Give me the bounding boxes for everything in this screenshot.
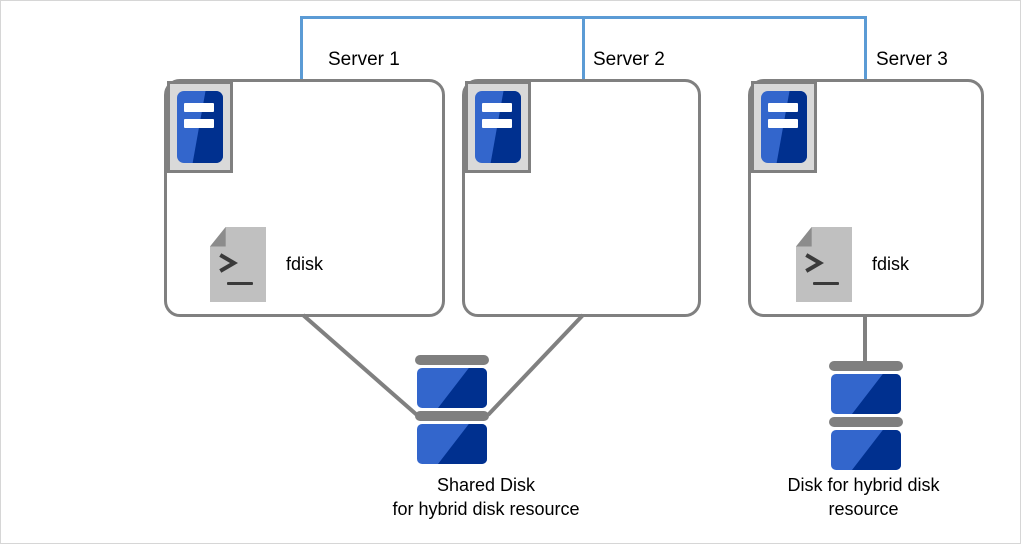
disk-icon-platter-1 bbox=[417, 368, 487, 408]
server-icon-bar-1 bbox=[768, 103, 798, 112]
server-icon-bar-1 bbox=[184, 103, 214, 112]
network-drop-server-2 bbox=[582, 16, 585, 79]
disk-icon-platter-2 bbox=[831, 430, 901, 470]
server-icon bbox=[751, 81, 817, 173]
script-icon-cursor bbox=[813, 282, 839, 285]
server-2-box[interactable] bbox=[462, 79, 701, 317]
script-icon-chevron bbox=[219, 253, 238, 273]
disk-icon-platter-1 bbox=[831, 374, 901, 414]
local-disk-caption: Disk for hybrid disk resource bbox=[787, 475, 940, 520]
disk-icon[interactable] bbox=[829, 361, 903, 470]
script-icon bbox=[796, 227, 852, 302]
disk-icon-bar-mid bbox=[829, 417, 903, 427]
server-3-label: Server 3 bbox=[876, 49, 948, 70]
server-1-fdisk-group: fdisk bbox=[210, 227, 323, 302]
server-3-fdisk-label: fdisk bbox=[872, 254, 910, 274]
server-icon-body bbox=[761, 91, 807, 163]
server-icon-bar-1 bbox=[482, 103, 512, 112]
disk-icon-platter-1-shade bbox=[852, 374, 901, 414]
shared-disk-caption: Shared Disk for hybrid disk resource bbox=[392, 475, 580, 520]
disk-icon-bar-mid bbox=[415, 411, 489, 421]
server-1-label: Server 1 bbox=[328, 49, 400, 70]
server-icon-bar-2 bbox=[184, 119, 214, 128]
server-icon-body bbox=[177, 91, 223, 163]
server-icon-bar-2 bbox=[482, 119, 512, 128]
server-icon bbox=[167, 81, 233, 173]
network-drop-server-3 bbox=[864, 16, 867, 79]
disk-icon-platter-2-shade bbox=[852, 430, 901, 470]
server-3-fdisk-group: fdisk bbox=[796, 227, 909, 302]
server-icon-body bbox=[475, 91, 521, 163]
script-icon bbox=[210, 227, 266, 302]
disk-icon-platter-2 bbox=[417, 424, 487, 464]
disk-icon-platter-2-shade bbox=[438, 424, 487, 464]
script-icon-fold bbox=[210, 227, 226, 247]
script-icon-fold bbox=[796, 227, 812, 247]
disk-icon-bar-top bbox=[415, 355, 489, 365]
disk-icon-platter-1-shade bbox=[438, 368, 487, 408]
network-drop-server-1 bbox=[300, 16, 303, 79]
script-icon-cursor bbox=[227, 282, 253, 285]
server-2-label: Server 2 bbox=[593, 49, 665, 70]
server-icon bbox=[465, 81, 531, 173]
disk-icon-bar-top bbox=[829, 361, 903, 371]
server-1-fdisk-label: fdisk bbox=[286, 254, 324, 274]
server-icon-bar-2 bbox=[768, 119, 798, 128]
disk-icon[interactable] bbox=[415, 355, 489, 464]
script-icon-chevron bbox=[805, 253, 824, 273]
